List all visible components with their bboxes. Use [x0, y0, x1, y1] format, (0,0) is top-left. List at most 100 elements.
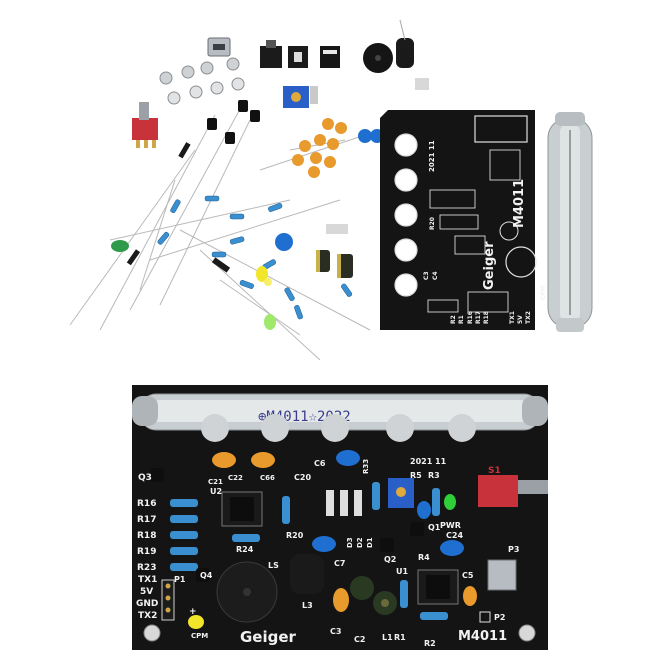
mounting-hole: [143, 624, 161, 642]
svg-text:L1: L1: [382, 633, 393, 642]
led-yellow: [256, 266, 268, 282]
svg-text:U2: U2: [210, 487, 222, 496]
electrolytic-capacitors: [350, 576, 397, 615]
ic-socket: [260, 46, 282, 68]
svg-text:R18: R18: [137, 531, 156, 541]
svg-text:5V: 5V: [517, 315, 524, 324]
ic-chip: [320, 46, 340, 68]
svg-text:P2: P2: [494, 613, 505, 622]
header-pins: [415, 78, 429, 90]
resistors: [170, 482, 448, 620]
svg-text:P3: P3: [508, 545, 519, 554]
film-capacitor: [275, 233, 293, 251]
loose-components: [69, 19, 429, 361]
svg-text:R2: R2: [424, 639, 436, 648]
svg-text:TX2: TX2: [525, 311, 532, 324]
svg-text:R2: R2: [450, 315, 457, 324]
svg-text:C21: C21: [208, 478, 223, 486]
svg-text:5V: 5V: [140, 587, 153, 597]
silk-model: M4011: [512, 179, 527, 228]
diodes: [326, 490, 362, 516]
svg-text:Q4: Q4: [200, 571, 213, 580]
toggle-switch: [132, 102, 158, 148]
svg-text:R16: R16: [137, 499, 156, 509]
header-p1: [161, 579, 175, 621]
electrolytic-capacitors: [316, 250, 353, 278]
film-capacitor: [358, 129, 372, 143]
svg-text:D3: D3: [346, 537, 354, 548]
svg-text:C2: C2: [354, 635, 365, 644]
svg-text:CPM: CPM: [540, 285, 547, 300]
header-p2: [479, 611, 491, 623]
svg-text:R5: R5: [410, 471, 422, 480]
svg-text:R20: R20: [286, 531, 304, 540]
svg-text:Q3: Q3: [138, 473, 152, 483]
svg-text:R23: R23: [137, 563, 156, 573]
svg-text:C22: C22: [228, 474, 243, 482]
tube-windows: [201, 414, 476, 442]
board-date: 2021 11: [410, 457, 447, 466]
led-pwr: [444, 494, 456, 510]
ceramic-capacitors: [292, 118, 347, 178]
svg-text:TX1: TX1: [509, 311, 516, 324]
diodes: [126, 142, 231, 273]
toggle-switch: [478, 475, 548, 507]
svg-text:S1: S1: [488, 466, 501, 476]
svg-text:+: +: [189, 607, 197, 617]
svg-text:LS: LS: [268, 561, 279, 570]
svg-text:R17: R17: [137, 515, 156, 525]
svg-text:C6: C6: [314, 459, 326, 468]
svg-text:U1: U1: [396, 567, 408, 576]
ceramic-capacitors: [212, 452, 477, 612]
svg-text:R33: R33: [362, 459, 370, 474]
svg-text:P1: P1: [174, 575, 186, 584]
svg-text:C66: C66: [260, 474, 275, 482]
svg-text:PWR: PWR: [440, 521, 461, 530]
usb-c-port: [487, 559, 517, 591]
led-cpm: [188, 615, 204, 629]
svg-text:R17: R17: [475, 311, 482, 324]
svg-text:C5: C5: [462, 571, 474, 580]
svg-text:R18: R18: [483, 311, 490, 324]
svg-text:R16: R16: [467, 311, 474, 324]
inductor-l3: [290, 554, 324, 594]
inductor: [396, 38, 414, 68]
silk-refs: R2 R1 R16 R17 R18 TX1 5V TX2 CPM R20 C3 …: [423, 217, 547, 324]
svg-text:R24: R24: [236, 545, 254, 554]
jumper: [326, 224, 348, 234]
led-yellow: [264, 278, 272, 286]
buzzer-outline: [505, 246, 537, 278]
led-green: [264, 314, 276, 330]
svg-text:R3: R3: [428, 471, 440, 480]
svg-text:GND: GND: [136, 599, 158, 609]
resistors: [157, 195, 353, 320]
silk-title: Geiger: [482, 241, 497, 290]
geiger-tube-loose: [547, 112, 593, 332]
tube-holes: [394, 133, 418, 297]
standoffs: [159, 57, 245, 105]
svg-text:C3: C3: [330, 627, 341, 636]
svg-text:TX2: TX2: [138, 611, 157, 621]
inductor-bead: [111, 240, 129, 252]
board-model: M4011: [458, 629, 507, 644]
svg-text:L3: L3: [302, 601, 313, 610]
svg-text:C7: C7: [334, 559, 345, 568]
ic-u2: [221, 491, 263, 527]
svg-text:C3: C3: [423, 271, 430, 280]
bare-pcb: 2021 11 M4011 Geiger R2 R1 R16 R17 R18 T…: [380, 110, 547, 330]
svg-text:R20: R20: [429, 217, 436, 230]
svg-text:TX1: TX1: [138, 575, 157, 585]
transistors: [207, 100, 260, 144]
svg-text:R4: R4: [418, 553, 430, 562]
svg-text:Q1: Q1: [428, 523, 441, 532]
silkscreen: Q3 C21 C22 C66 C6 R33 R5 R3 S1 U2 C20 R1…: [136, 457, 519, 648]
svg-text:R19: R19: [137, 547, 156, 557]
transistors: [150, 468, 424, 582]
mounting-hole: [518, 624, 536, 642]
svg-text:R1: R1: [394, 633, 406, 642]
assembled-board: ⊕M4011☆2022: [132, 385, 548, 650]
silk-date: 2021 11: [428, 140, 436, 172]
svg-text:C4: C4: [432, 271, 439, 280]
svg-text:D1: D1: [366, 537, 374, 548]
film-capacitors: [312, 450, 464, 556]
